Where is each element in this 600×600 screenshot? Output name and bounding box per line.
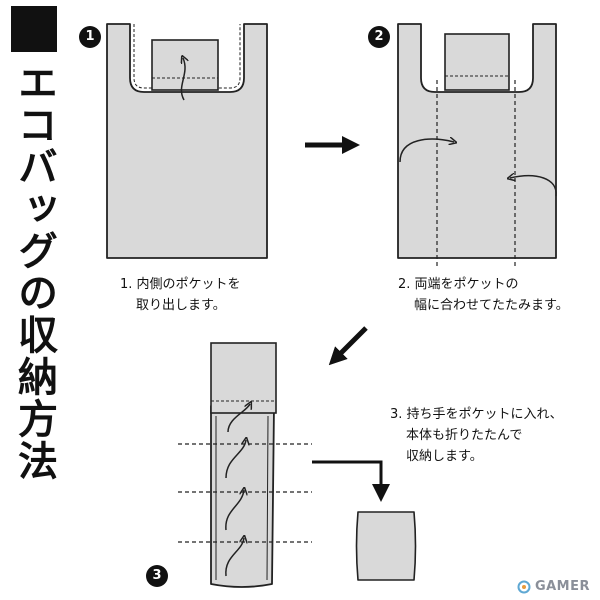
step-3-caption-line-2: 本体も折りたたんで — [406, 428, 523, 443]
gamer-logo-icon — [517, 580, 531, 593]
step-1-caption-line-2: 取り出します。 — [136, 298, 226, 313]
page-title: エコバッグの収納方法 — [11, 62, 57, 482]
step-1-bag-body — [106, 23, 268, 259]
step-2-fold-arrow-left — [399, 139, 454, 163]
step-3-caption: 3. 持ち手をポケットに入れ、 本体も折りたたんで 収納します。 — [390, 404, 563, 467]
step-1-pull-arrow — [181, 58, 185, 101]
step-1-number: 1 — [79, 26, 101, 48]
step-2-caption: 2. 両端をポケットの 幅に合わせてたたみます。 — [398, 274, 569, 316]
step-2-caption-line-1: 2. 両端をポケットの — [398, 277, 519, 292]
arrow-step2-to-step3 — [328, 326, 368, 366]
step-3-fold-arrow-3 — [225, 490, 244, 531]
step-1-caption: 1. 内側のポケットを 取り出します。 — [120, 274, 241, 316]
step-3-caption-line-3: 収納します。 — [406, 449, 483, 464]
step-1-bag — [106, 23, 268, 259]
step-3-pocket — [210, 342, 277, 414]
step-2-number: 2 — [368, 26, 390, 48]
watermark-text: GAMER — [534, 579, 590, 594]
step-3-fold-arrow-2 — [225, 440, 246, 479]
step-1-caption-line-1: 1. 内側のポケットを — [120, 277, 241, 292]
step-2-fold-arrow-right — [510, 176, 557, 197]
step-2-pocket — [444, 33, 510, 91]
packed-pouch — [355, 511, 417, 581]
step-3-folded-bag — [178, 342, 312, 588]
step-2-caption-line-2: 幅に合わせてたたみます。 — [414, 298, 569, 313]
step-3-fold-arrow-1 — [227, 404, 250, 433]
title-block: エコバッグの収納方法 — [8, 6, 60, 482]
step-3-caption-line-1: 3. 持ち手をポケットに入れ、 — [390, 407, 563, 422]
step-3-fold-arrow-4 — [225, 538, 244, 577]
title-square-icon — [11, 6, 57, 52]
step-3-number: 3 — [146, 565, 168, 587]
watermark: GAMER — [517, 579, 590, 594]
arrow-step3-to-result — [312, 460, 390, 502]
step-2-bag — [397, 23, 557, 268]
